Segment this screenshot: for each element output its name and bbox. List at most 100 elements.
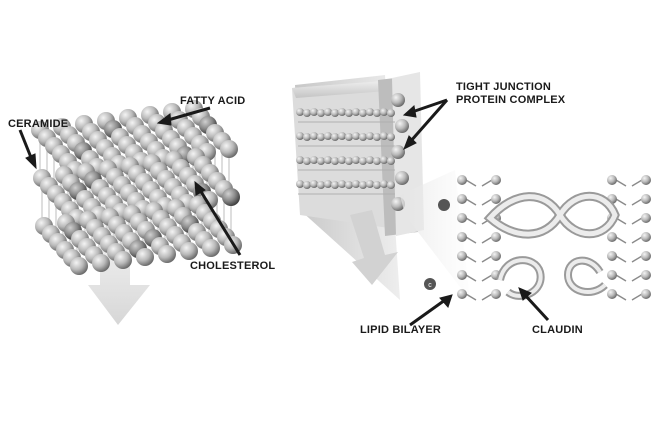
lipid-tail	[615, 198, 627, 206]
lipid-tail	[631, 179, 643, 187]
lipid-sphere	[380, 156, 388, 164]
lipid-bilayer-right	[607, 175, 651, 301]
lipid-sphere	[303, 157, 311, 165]
lipid-tail	[465, 179, 477, 187]
lipid-sphere	[491, 232, 501, 242]
lipid-sphere	[607, 289, 617, 299]
lipid-sphere	[338, 156, 346, 164]
lipid-sphere	[641, 270, 651, 280]
lipid-tail	[481, 255, 493, 263]
lipid-sphere	[395, 119, 409, 133]
lipid-sphere	[359, 133, 367, 141]
lipid-tail	[631, 198, 643, 206]
lipid-sphere	[345, 133, 353, 141]
lipid-sphere	[331, 181, 339, 189]
lipid-tail	[631, 293, 643, 301]
lipid-sphere	[380, 132, 388, 140]
label-fatty-acid: FATTY ACID	[180, 95, 246, 107]
lipid-tail	[481, 236, 493, 244]
lipid-tail	[481, 274, 493, 282]
lipid-sphere	[373, 133, 381, 141]
arrow-icon	[194, 180, 206, 196]
lipid-sphere	[641, 251, 651, 261]
lipid-sphere	[310, 180, 318, 188]
lipid-tail	[615, 236, 627, 244]
lipid-sphere	[220, 140, 238, 158]
lipid-sphere	[607, 270, 617, 280]
lipid-sphere	[366, 156, 374, 164]
lipid-sphere	[296, 180, 304, 188]
lipid-sphere	[317, 181, 325, 189]
lipid-sphere	[180, 242, 198, 260]
lipid-tail	[465, 293, 477, 301]
label-cholesterol: CHOLESTEROL	[190, 260, 276, 272]
lipid-tail	[631, 217, 643, 225]
lipid-sphere	[641, 232, 651, 242]
lipid-tail	[465, 236, 477, 244]
lipid-sphere	[457, 251, 467, 261]
label-tight-junction-line2: PROTEIN COMPLEX	[456, 94, 566, 106]
lipid-sphere	[641, 175, 651, 185]
lipid-sphere	[296, 108, 304, 116]
lipid-sphere	[338, 108, 346, 116]
lipid-sphere	[387, 181, 395, 189]
lipid-sphere	[158, 245, 176, 263]
lipid-sphere	[457, 194, 467, 204]
lipid-sphere	[491, 251, 501, 261]
lipid-sphere	[310, 132, 318, 140]
slab-beads	[296, 93, 409, 211]
lipid-sphere	[92, 254, 110, 272]
lipid-sphere	[70, 257, 88, 275]
lipid-sphere	[641, 194, 651, 204]
lipid-sphere	[491, 289, 501, 299]
lipid-sphere	[303, 109, 311, 117]
arrow-icon	[403, 135, 417, 151]
arrow-icon	[156, 113, 172, 126]
pointer-arrows	[18, 98, 550, 327]
lipid-tail	[631, 274, 643, 282]
lipid-sphere	[387, 157, 395, 165]
lipid-tail	[615, 274, 627, 282]
label-tight-junction-line1: TIGHT JUNCTION	[456, 81, 552, 93]
lipid-sphere	[491, 175, 501, 185]
lipid-sphere	[457, 289, 467, 299]
lipid-sphere	[324, 180, 332, 188]
lipid-sphere	[380, 180, 388, 188]
lipid-tail	[615, 293, 627, 301]
lipid-sphere	[352, 156, 360, 164]
lipid-sphere	[373, 109, 381, 117]
lipid-sphere	[359, 109, 367, 117]
lipid-sphere	[324, 132, 332, 140]
lipid-tail	[615, 255, 627, 263]
lipid-sphere	[366, 132, 374, 140]
lipid-sphere	[352, 108, 360, 116]
lipid-sphere	[373, 181, 381, 189]
label-ceramide: CERAMIDE	[8, 118, 69, 130]
down-arrow-icon	[350, 210, 398, 285]
lipid-sphere	[387, 109, 395, 117]
lipid-tail	[465, 274, 477, 282]
lipid-sphere	[331, 157, 339, 165]
lipid-sphere	[391, 145, 405, 159]
lipid-sphere	[641, 289, 651, 299]
lipid-sphere	[352, 132, 360, 140]
lipid-sphere	[359, 181, 367, 189]
lipid-sphere	[222, 188, 240, 206]
lipid-sphere	[317, 157, 325, 165]
lipid-sphere	[395, 171, 409, 185]
lipid-sphere	[352, 180, 360, 188]
lipid-sphere	[457, 270, 467, 280]
lipid-sphere	[366, 180, 374, 188]
lipid-sphere	[607, 175, 617, 185]
lipid-sphere	[202, 239, 220, 257]
claudin-detail: c	[424, 175, 651, 301]
lipid-sphere	[331, 109, 339, 117]
lipid-sphere	[317, 133, 325, 141]
lipid-sphere	[114, 251, 132, 269]
lipid-sphere	[136, 248, 154, 266]
lipid-sphere	[310, 156, 318, 164]
lipid-sphere	[345, 181, 353, 189]
lipid-sphere	[366, 108, 374, 116]
lipid-sphere	[338, 132, 346, 140]
lipid-tail	[481, 293, 493, 301]
